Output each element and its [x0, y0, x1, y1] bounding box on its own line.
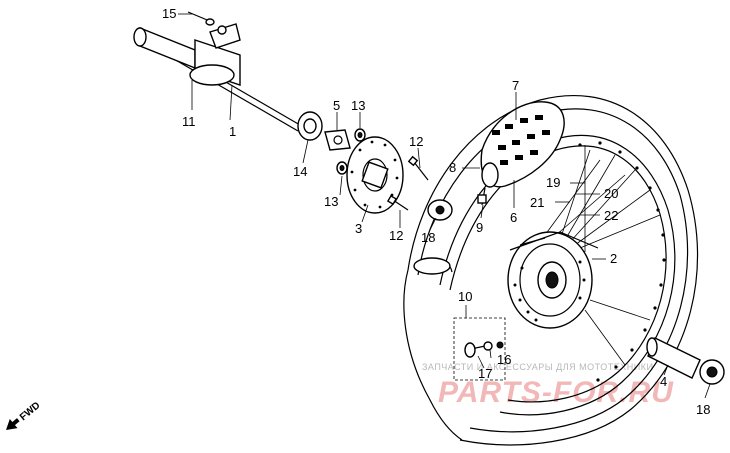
label-4: 4	[660, 374, 667, 389]
label-18-center: 18	[421, 230, 435, 245]
label-8: 8	[449, 160, 456, 175]
label-14: 14	[293, 164, 307, 179]
spokes	[544, 145, 661, 366]
leader-lines	[178, 13, 711, 399]
bearing-right	[699, 359, 725, 385]
label-21: 21	[530, 195, 544, 210]
label-12-top: 12	[409, 134, 423, 149]
label-5: 5	[333, 98, 340, 113]
label-12-bottom: 12	[389, 228, 403, 243]
washer-top	[354, 128, 366, 142]
fwd-arrow-icon	[6, 418, 20, 430]
bearing-center	[427, 199, 453, 221]
bolt-top	[407, 155, 429, 181]
label-9: 9	[476, 220, 483, 235]
watermark-logo: PARTS-FOR.RU	[438, 376, 674, 409]
fwd-label: FWD	[18, 400, 43, 423]
label-7: 7	[512, 78, 519, 93]
spacer	[646, 337, 701, 379]
label-19: 19	[546, 175, 560, 190]
fwd-indicator: FWD	[6, 400, 43, 430]
label-1: 1	[229, 124, 236, 139]
axle	[133, 11, 301, 132]
label-18-right: 18	[696, 402, 710, 417]
label-20: 20	[604, 186, 618, 201]
watermark-line1: ЗАПЧАСТИ И АКСЕССУАРЫ ДЛЯ МОТОТЕХНИКИ	[422, 362, 653, 372]
tire-tread	[477, 101, 565, 206]
bearing-left	[297, 111, 323, 141]
label-22: 22	[604, 208, 618, 223]
bolt-bottom	[386, 194, 409, 211]
part-labels: 15 11 1 5 13 14 13 3 12 12 18 7 8 9 6 19…	[162, 6, 710, 417]
label-13-bottom: 13	[324, 194, 338, 209]
retainer	[324, 129, 351, 151]
label-3: 3	[355, 221, 362, 236]
label-17: 17	[478, 366, 492, 381]
label-6: 6	[510, 210, 517, 225]
wheel-hub	[507, 231, 599, 329]
brake-disc	[346, 136, 404, 214]
rim-dots	[578, 141, 666, 382]
label-2: 2	[610, 251, 617, 266]
label-15: 15	[162, 6, 176, 21]
label-10: 10	[458, 289, 472, 304]
label-11: 11	[182, 114, 196, 129]
valve-box	[453, 317, 506, 381]
label-16: 16	[497, 352, 511, 367]
washer-bottom	[336, 161, 348, 175]
label-13-top: 13	[351, 98, 365, 113]
